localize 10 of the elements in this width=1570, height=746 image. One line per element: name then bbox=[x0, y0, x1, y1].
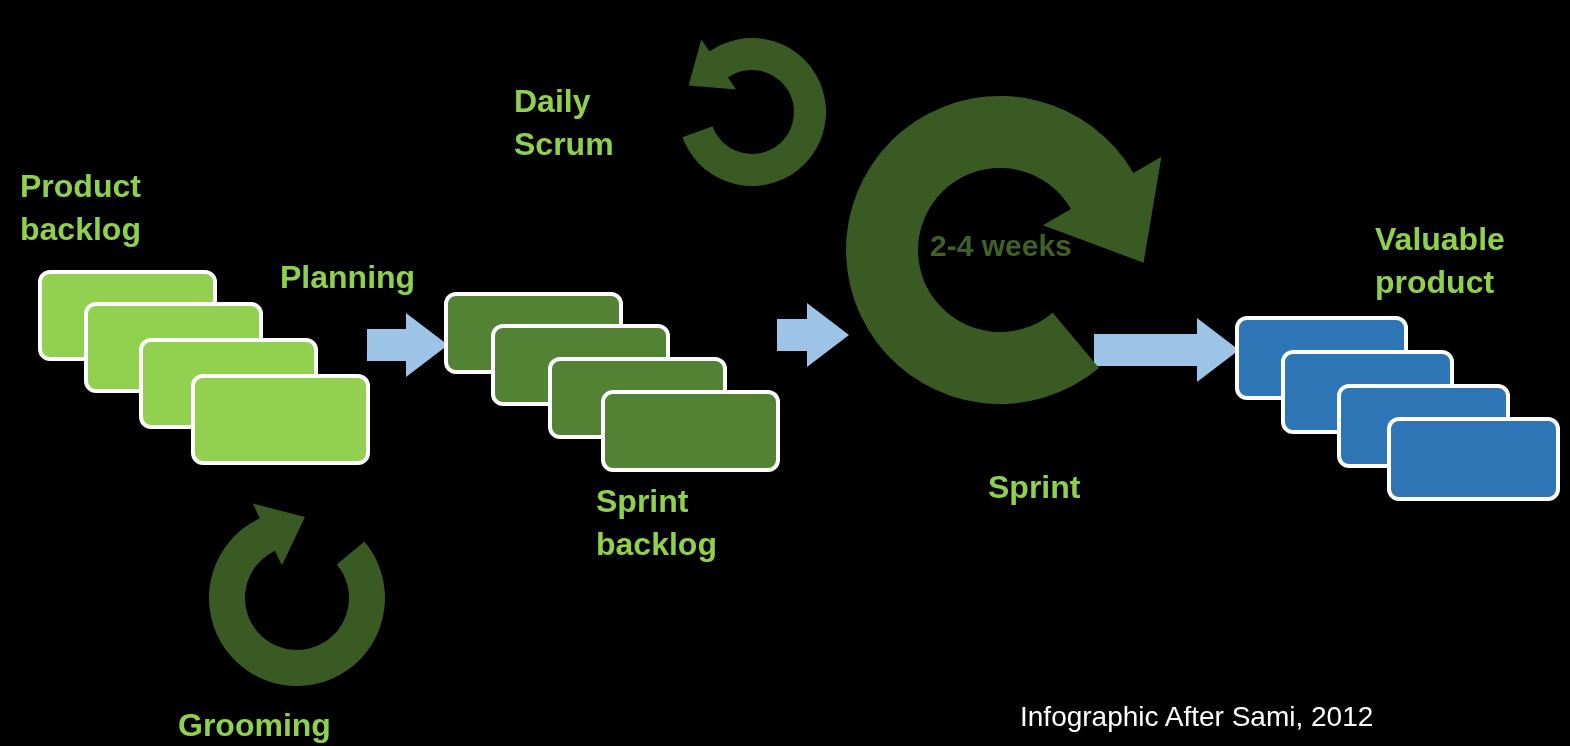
activity-label: Daily Scrum bbox=[514, 82, 615, 165]
stack-heading: Valuable product bbox=[1375, 220, 1506, 303]
edge-label: Planning bbox=[280, 258, 416, 297]
block-arrow bbox=[777, 303, 849, 367]
duration-text: 2-4 weeks bbox=[930, 228, 1072, 264]
credit-text: Infographic After Sami, 2012 bbox=[1020, 700, 1375, 734]
stack-heading: Product backlog bbox=[20, 167, 142, 250]
stage-label: Sprint bbox=[988, 468, 1081, 507]
stack-heading: Sprint backlog bbox=[596, 482, 718, 565]
activity-label: Grooming bbox=[178, 706, 332, 745]
